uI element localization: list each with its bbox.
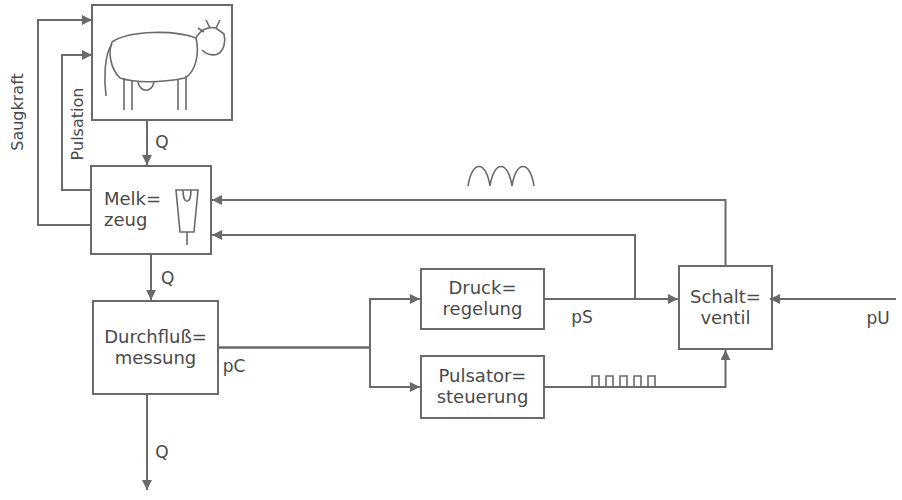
cow-illustration: [92, 5, 232, 120]
quantity-label: Q: [153, 443, 170, 462]
connector: [219, 299, 420, 348]
box-label: Melk= zeug: [104, 189, 161, 230]
process-box: Druck= regelung: [420, 268, 545, 330]
connector: [212, 235, 635, 299]
process-box: Pulsator= steuerung: [420, 355, 545, 419]
signal-lines: [38, 20, 896, 490]
box-label: Pulsator= steuerung: [437, 366, 529, 407]
quantity-label: pS: [569, 308, 595, 327]
quantity-label: pC: [221, 357, 248, 376]
signal-name: Pulsation: [69, 86, 87, 163]
box-label: Druck= regelung: [443, 278, 523, 319]
process-box: Melk= zeug: [90, 165, 212, 255]
flow-label: Q: [159, 268, 176, 287]
cow-horns: [198, 20, 220, 32]
teat-liner: [183, 190, 191, 245]
square-wave-symbol: [585, 376, 655, 387]
cow-tail: [105, 44, 112, 96]
connector: [212, 200, 726, 265]
process-box: Durchfluß= messung: [92, 300, 219, 395]
box-label: Schalt= ventil: [690, 287, 761, 328]
cow-box: [92, 5, 232, 120]
pulsation-line: [62, 55, 92, 190]
connector: [150, 255, 152, 300]
quantity-label: Q: [153, 133, 170, 152]
cow-body: [110, 32, 197, 81]
teat-cup: [176, 190, 198, 232]
quantity-label: pU: [864, 309, 891, 328]
milk-flow-out: [146, 395, 148, 490]
box-label: Durchfluß= messung: [104, 327, 207, 368]
process-box: Schalt= ventil: [678, 265, 773, 350]
signal-name: Saugkraft: [9, 71, 27, 153]
cow-head: [196, 27, 225, 54]
cow-udder: [138, 82, 154, 90]
cow-legs: [124, 76, 186, 110]
milk-flow-in: [146, 120, 148, 165]
connector: [219, 348, 420, 388]
connector: [545, 350, 726, 387]
saugkraft-line: [38, 20, 92, 225]
supply-pressure-line: [770, 298, 896, 300]
teat-cup-icon: [176, 190, 198, 245]
pulse-wave-symbol: [468, 167, 534, 187]
